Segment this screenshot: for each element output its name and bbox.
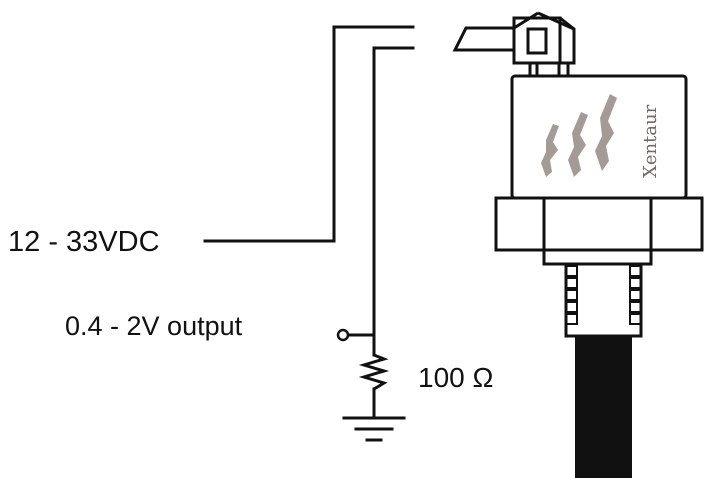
supply-voltage-label: 12 - 33VDC bbox=[8, 226, 160, 258]
output-voltage-label: 0.4 - 2V output bbox=[65, 311, 243, 341]
threaded-stem bbox=[564, 262, 643, 478]
resistor-icon bbox=[358, 353, 390, 391]
supply-wire bbox=[203, 25, 415, 243]
resistor-value-label: 100 Ω bbox=[418, 362, 494, 393]
sensor-logo-icon bbox=[541, 94, 617, 177]
sensor-housing bbox=[494, 74, 704, 266]
brand-label: Xentaur bbox=[640, 104, 661, 178]
output-terminal-icon bbox=[336, 328, 350, 342]
ground-icon bbox=[342, 416, 406, 442]
cable-connector bbox=[452, 11, 576, 78]
output-wire bbox=[345, 46, 415, 420]
